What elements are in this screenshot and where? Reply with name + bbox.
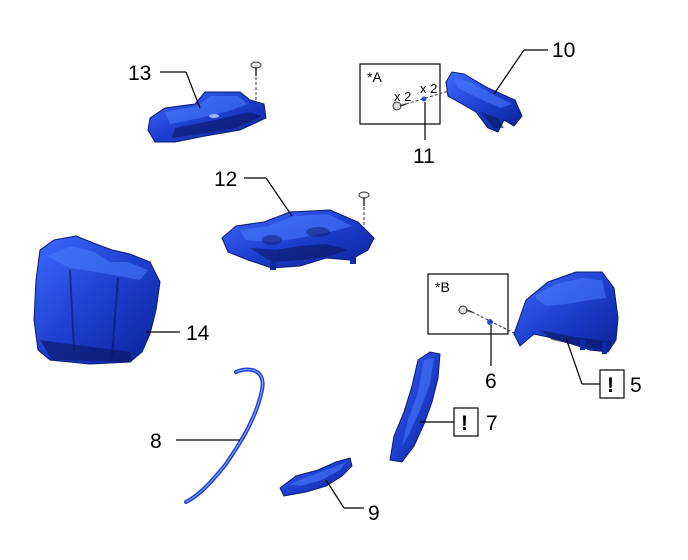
part-7-garnish <box>389 351 441 463</box>
caution-box-7 <box>453 407 479 437</box>
caution-mark-7: ! <box>461 412 468 435</box>
clip-inset-b <box>487 319 493 325</box>
inset-b: *B <box>427 273 521 337</box>
part-10-bracket <box>445 71 523 133</box>
inset-a-tag: *A <box>367 69 382 85</box>
inset-b-frame <box>427 273 509 335</box>
label-10: 10 <box>552 39 575 62</box>
leader-9 <box>325 479 345 509</box>
screw-13 <box>250 61 262 104</box>
inset-a-frame <box>359 63 441 125</box>
screw-inset-a <box>392 101 407 111</box>
part-8-weatherstrip <box>184 367 265 504</box>
screw-inset-b <box>458 305 473 315</box>
part-12-tray <box>221 209 375 270</box>
label-9: 9 <box>368 502 380 525</box>
inset-a-qty-left: x 2 <box>394 89 411 104</box>
part-13-tray <box>147 91 267 143</box>
label-8: 8 <box>150 430 162 453</box>
inset-b-tag: *B <box>435 279 450 295</box>
label-6: 6 <box>485 370 497 393</box>
label-11: 11 <box>413 145 435 168</box>
label-5: 5 <box>630 374 642 397</box>
caution-box-5 <box>599 369 625 399</box>
screw-12 <box>358 191 370 234</box>
part-5-side-cover <box>513 271 619 354</box>
part-14-seatback <box>33 235 161 365</box>
label-13: 13 <box>128 62 151 85</box>
caution-mark-5: ! <box>607 374 614 397</box>
inset-a: *A x 2 x 2 <box>359 63 453 125</box>
label-12: 12 <box>214 168 237 191</box>
part-9-scuff-plate <box>279 457 353 497</box>
label-7: 7 <box>486 412 498 435</box>
inset-a-qty-right: x 2 <box>420 81 437 96</box>
label-14: 14 <box>186 322 210 345</box>
